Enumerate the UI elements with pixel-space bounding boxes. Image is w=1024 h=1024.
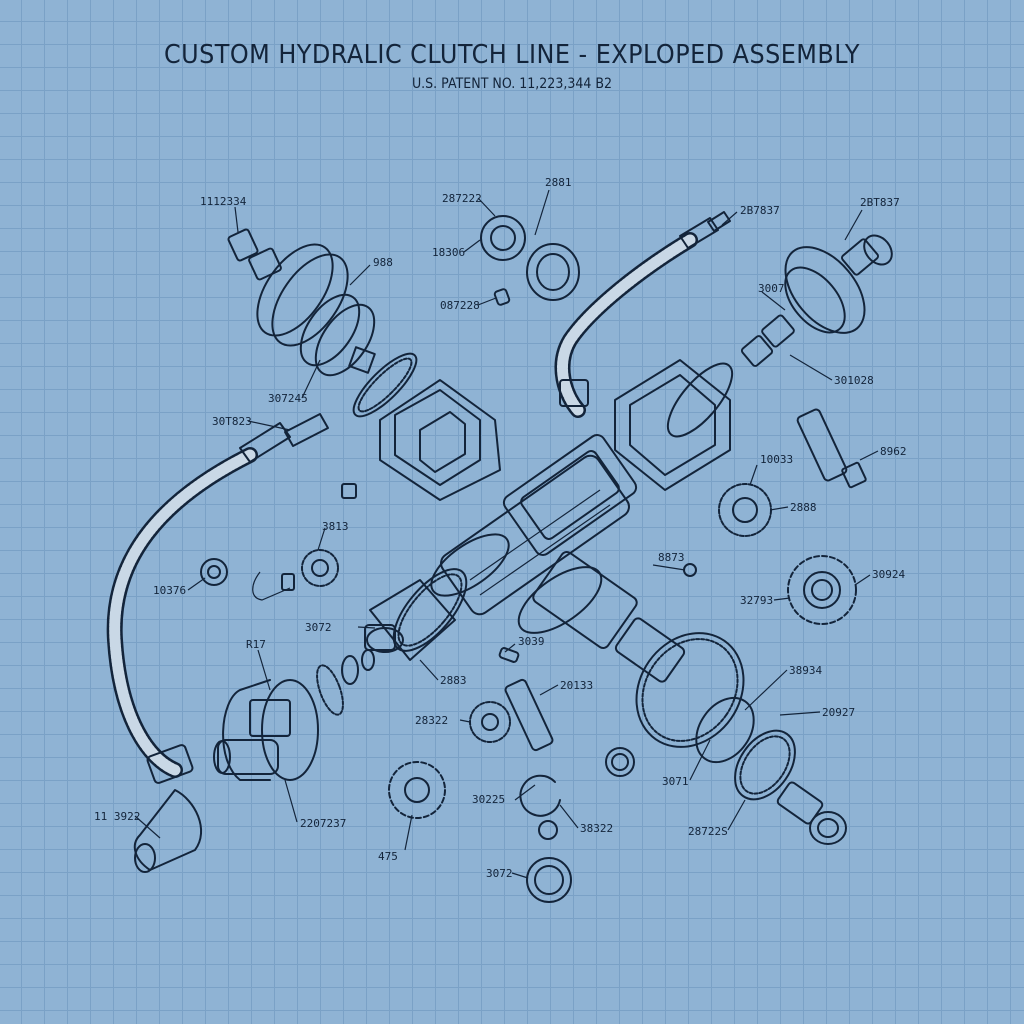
callout-label: 8873 [658, 551, 685, 564]
gear-mid-left [469, 701, 511, 743]
patent-number: U.S. PATENT NO. 11,223,344 B2 [411, 76, 613, 92]
callout-label: 11 3922 [94, 810, 140, 823]
dome-screw [683, 563, 697, 577]
gear-right-large [787, 555, 857, 625]
callout-label: 30924 [872, 568, 905, 581]
callout-label: 2881 [545, 176, 572, 189]
callout-label: 2BT837 [860, 196, 900, 209]
small-washer-top [480, 215, 526, 261]
small-pin-mid [498, 647, 520, 663]
rings-left [316, 649, 375, 716]
bushing-top [526, 243, 580, 301]
main-shaft [430, 454, 638, 650]
callout-label: R17 [246, 638, 266, 651]
callout-label: 32793 [740, 594, 773, 607]
callout-label: 20133 [560, 679, 593, 692]
leader-lines [134, 189, 879, 879]
lower-left-gear-assembly [364, 568, 468, 661]
callout-label: 307245 [268, 392, 308, 405]
callout-label: 3039 [518, 635, 545, 648]
callout-label: 3071 [662, 775, 689, 788]
callout-label: 301028 [834, 374, 874, 387]
callout-label: 38322 [580, 822, 613, 835]
drawing-title: CUSTOM HYDRALIC CLUTCH LINE - EXPLOPED A… [164, 40, 860, 70]
callout-label: 38934 [789, 664, 822, 677]
callout-label: 18306 [432, 246, 465, 259]
callout-label: 988 [373, 256, 393, 269]
callout-label: 30225 [472, 793, 505, 806]
upper-gear [352, 352, 418, 418]
top-right-hose [554, 211, 731, 418]
callout-label: 30T823 [212, 415, 252, 428]
callout-label: 2B7837 [740, 204, 780, 217]
upper-right-actuator [740, 234, 893, 367]
right-bolt [796, 408, 867, 489]
small-cube [341, 483, 357, 499]
small-washer-bottom [538, 820, 558, 840]
central-valve-body [379, 379, 638, 556]
left-braided-hose [106, 413, 329, 873]
callout-label: 3072 [486, 867, 513, 880]
gear-right-small [718, 483, 772, 537]
washer-mid-right [605, 747, 635, 777]
callout-label: 287222 [442, 192, 482, 205]
o-ring-bottom [526, 857, 572, 903]
upper-left-fitting [227, 228, 376, 377]
gear-left-small [252, 549, 339, 601]
valve-stem [504, 678, 554, 752]
lower-right-gear-assembly [614, 617, 847, 845]
gear-bottom-left [388, 761, 446, 819]
callout-label: 10033 [760, 453, 793, 466]
callout-label: 087228 [440, 299, 480, 312]
c-clip [519, 774, 561, 817]
callout-label: 10376 [153, 584, 186, 597]
callout-label: 20927 [822, 706, 855, 719]
callout-label: 3072 [305, 621, 332, 634]
callout-label: 475 [378, 850, 398, 863]
callout-label: 2883 [440, 674, 467, 687]
left-housing [213, 679, 319, 781]
callout-label: 28322 [415, 714, 448, 727]
callout-label: 2207237 [300, 817, 346, 830]
callout-label: 3007 [758, 282, 785, 295]
callout-label: 8962 [880, 445, 907, 458]
right-valve-body [614, 359, 734, 491]
callout-label: 1112334 [200, 195, 247, 208]
callout-label: 3813 [322, 520, 349, 533]
callout-labels: 1112334 287222 2881 18306 087228 2B7837 … [94, 176, 907, 880]
small-pin-top [493, 288, 511, 306]
callout-label: 28722S [688, 825, 728, 838]
callout-label: 2888 [790, 501, 817, 514]
washer-left [200, 558, 228, 586]
